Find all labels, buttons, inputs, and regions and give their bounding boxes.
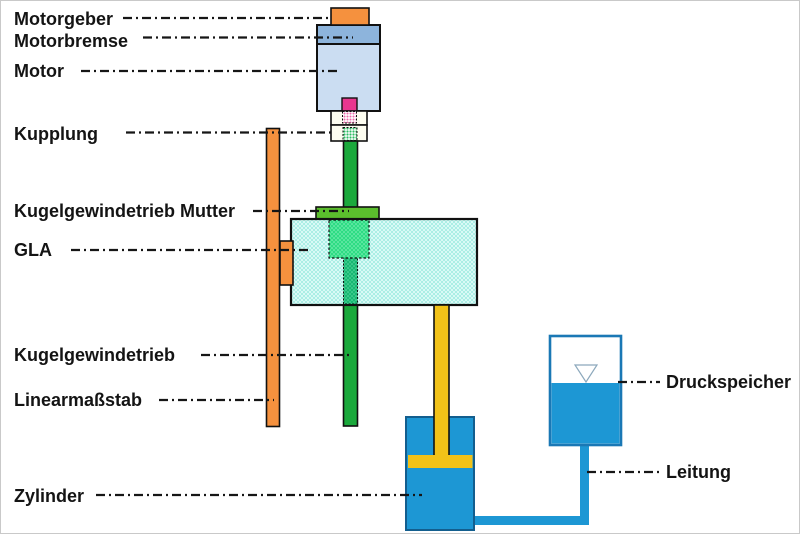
label-linearmassstab: Linearmaßstab: [14, 390, 143, 410]
motor-encoder-block: [330, 7, 370, 26]
label-leitung: Leitung: [666, 462, 731, 482]
pipe-vertical: [580, 441, 589, 525]
label-gla: GLA: [14, 240, 52, 260]
label-motor: Motor: [14, 61, 64, 81]
gla-nut-block: [328, 219, 370, 259]
ballscrew-nut-flange: [315, 206, 380, 220]
linear-scale-mount: [279, 240, 294, 286]
label-kupplung: Kupplung: [14, 124, 98, 144]
cylinder-piston-band: [408, 455, 473, 468]
piston-rod: [433, 304, 450, 458]
pipe-horizontal: [471, 516, 589, 525]
motor-shaft-end: [341, 97, 358, 112]
coupling-pink-insert: [342, 111, 357, 124]
label-kugelgewindetrieb: Kugelgewindetrieb: [14, 345, 176, 365]
coupling-green-insert: [342, 127, 358, 141]
label-motorbremse: Motorbremse: [14, 31, 129, 51]
label-kugelgewindetrieb-mutter: Kugelgewindetrieb Mutter: [14, 201, 236, 221]
label-zylinder: Zylinder: [14, 486, 85, 506]
linear-scale-bar: [265, 127, 281, 428]
accumulator-fluid: [551, 383, 620, 444]
label-druckspeicher: Druckspeicher: [666, 372, 792, 392]
gla-housing: [289, 217, 479, 307]
motor-brake-band: [316, 24, 381, 45]
label-motorgeber: Motorgeber: [14, 9, 113, 29]
fluid-level-icon: [573, 364, 599, 384]
